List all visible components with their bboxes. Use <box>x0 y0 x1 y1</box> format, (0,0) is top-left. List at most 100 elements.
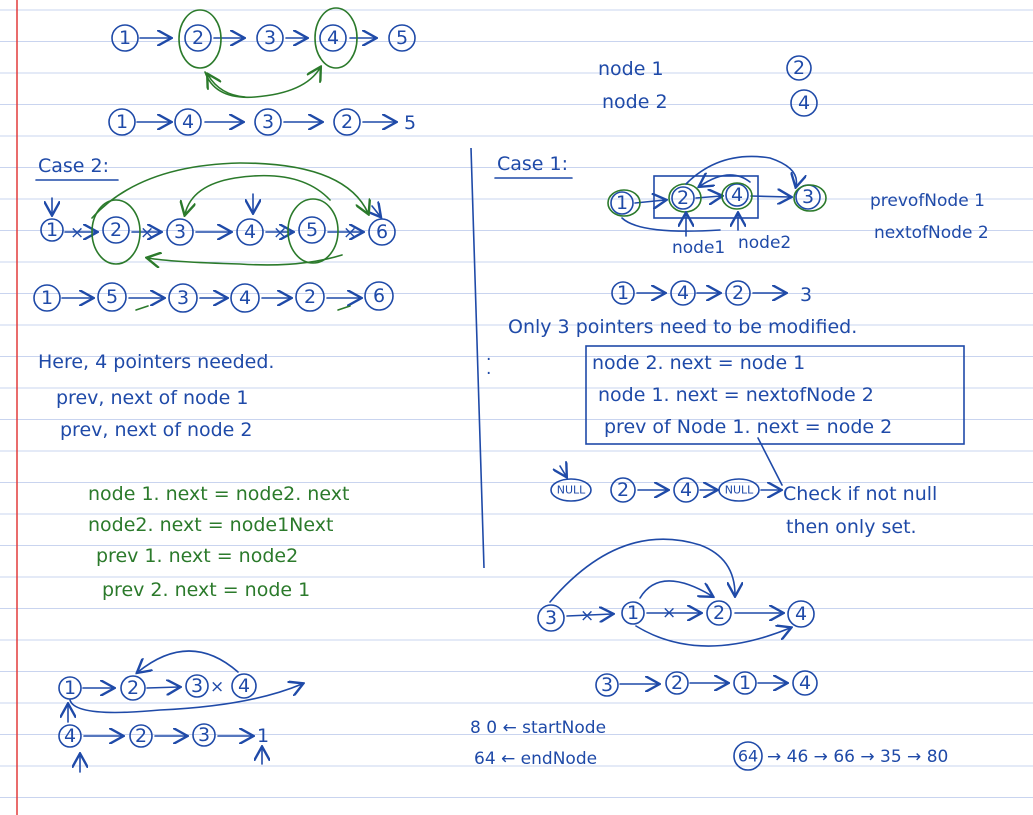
list-node: 4 <box>319 24 347 52</box>
case1-code-line: prev of Node 1. next = node 2 <box>604 416 892 438</box>
svg-text:5: 5 <box>396 27 408 49</box>
list-node: 1 <box>58 676 82 700</box>
svg-text:1: 1 <box>627 602 639 624</box>
svg-text:3: 3 <box>262 111 274 133</box>
list-tail: 3 <box>800 284 812 306</box>
bottom-right-diagram: 3 1 2 4 × × 3 2 1 4 <box>537 538 818 697</box>
ruled-lines <box>0 9 1033 798</box>
list-tail: 1 <box>257 725 269 747</box>
svg-text:1: 1 <box>64 677 76 699</box>
svg-text:1: 1 <box>617 282 629 304</box>
svg-text:1: 1 <box>116 111 128 133</box>
list-node: 1 <box>733 671 757 695</box>
svg-text:4: 4 <box>182 111 194 133</box>
case1-title: Case 1: <box>497 153 568 175</box>
svg-text:4: 4 <box>327 27 339 49</box>
svg-text:1: 1 <box>616 192 628 214</box>
list-node: 2 <box>295 282 325 312</box>
list-node: 4 <box>792 670 818 696</box>
list-node: 5 <box>298 216 326 244</box>
legend-node1-value: 2 <box>786 55 812 81</box>
svg-text:1: 1 <box>739 672 751 694</box>
list-node: 4 <box>236 218 264 246</box>
list-node: 2 <box>120 675 146 701</box>
svg-text:NULL: NULL <box>557 484 586 497</box>
case2-note: prev, next of node 1 <box>56 387 249 409</box>
sequence-tail: → 46 → 66 → 35 → 80 <box>767 747 948 767</box>
svg-text:1: 1 <box>119 27 131 49</box>
list-node: 1 <box>611 281 635 305</box>
footer-notes: 8 0 ← startNode 64 ← endNode 64 → 46 → 6… <box>470 718 948 771</box>
svg-text:4: 4 <box>238 675 250 697</box>
case2-note: prev, next of node 2 <box>60 419 253 441</box>
svg-text:3: 3 <box>191 675 203 697</box>
section-divider <box>470 147 485 569</box>
svg-text:.: . <box>486 345 491 365</box>
svg-text:2: 2 <box>617 479 629 501</box>
case2-note: Here, 4 pointers needed. <box>38 351 274 373</box>
svg-text:×: × <box>662 603 676 623</box>
list-node: 4 <box>725 183 749 207</box>
svg-text:2: 2 <box>110 219 122 241</box>
list-node: 2 <box>665 671 689 695</box>
list-node: 6 <box>364 281 394 311</box>
svg-text:4: 4 <box>731 184 743 206</box>
bottom-left-diagram: 1 2 3 4 × 4 2 3 1 <box>58 650 302 773</box>
svg-text:2: 2 <box>192 27 204 49</box>
svg-text:2: 2 <box>713 602 725 624</box>
case1-pointer-label: node2 <box>738 233 791 253</box>
svg-text:.: . <box>486 359 491 379</box>
list-node: 3 <box>254 108 282 136</box>
svg-text:5: 5 <box>306 219 318 241</box>
svg-text:×: × <box>70 223 84 243</box>
list-node: 5 <box>97 282 127 312</box>
list-node: 4 <box>174 108 202 136</box>
case1-side-note: prevofNode 1 <box>870 191 985 211</box>
case2-code-line: prev 2. next = node 1 <box>102 579 310 601</box>
svg-text:2: 2 <box>732 282 744 304</box>
list-node: 64 <box>733 741 763 771</box>
svg-text:4: 4 <box>680 479 692 501</box>
list-node: 1 <box>40 218 64 242</box>
list-node: 2 <box>725 280 751 306</box>
list-node: 4 <box>670 280 696 306</box>
end-node-note: 64 ← endNode <box>474 749 597 769</box>
case1-code-line: node 2. next = node 1 <box>592 352 805 374</box>
list-tail: 5 <box>404 112 416 134</box>
list-node: 2 <box>706 600 732 626</box>
svg-text:2: 2 <box>341 111 353 133</box>
svg-text:2: 2 <box>304 286 316 308</box>
case2-code-line: node2. next = node1Next <box>88 514 333 536</box>
case2-section: Case 2: 1 2 3 4 5 6 × × × × 1 5 3 4 2 6 <box>33 155 396 601</box>
svg-text:4: 4 <box>244 221 256 243</box>
case1-pointer-label: node1 <box>672 238 725 258</box>
list-node: 2 <box>610 477 636 503</box>
svg-text:64: 64 <box>738 747 758 766</box>
svg-text:3: 3 <box>264 27 276 49</box>
list-node: 1 <box>108 108 136 136</box>
legend-node2-value: 4 <box>790 89 818 117</box>
svg-text:1: 1 <box>41 287 53 309</box>
list-node: 3 <box>185 674 209 698</box>
svg-text:4: 4 <box>64 725 76 747</box>
case2-code-line: node 1. next = node2. next <box>88 483 349 505</box>
list-node: 4 <box>230 283 260 313</box>
svg-text:4: 4 <box>799 672 811 694</box>
case1-code-line: node 1. next = nextofNode 2 <box>598 384 874 406</box>
svg-text:×: × <box>140 223 154 243</box>
svg-text:3: 3 <box>174 221 186 243</box>
list-node: 3 <box>595 673 619 697</box>
start-node-note: 8 0 ← startNode <box>470 718 606 738</box>
list-node: 6 <box>368 218 396 246</box>
case1-side-note: nextofNode 2 <box>874 223 989 243</box>
svg-text:4: 4 <box>677 282 689 304</box>
svg-text:6: 6 <box>373 285 385 307</box>
list-node: 3 <box>537 604 565 632</box>
case2-code-line: prev 1. next = node2 <box>96 545 298 567</box>
list-node: 1 <box>621 601 645 625</box>
svg-text:3: 3 <box>177 287 189 309</box>
svg-text:1: 1 <box>46 219 58 241</box>
list-node: 4 <box>58 724 82 748</box>
svg-text:5: 5 <box>106 286 118 308</box>
